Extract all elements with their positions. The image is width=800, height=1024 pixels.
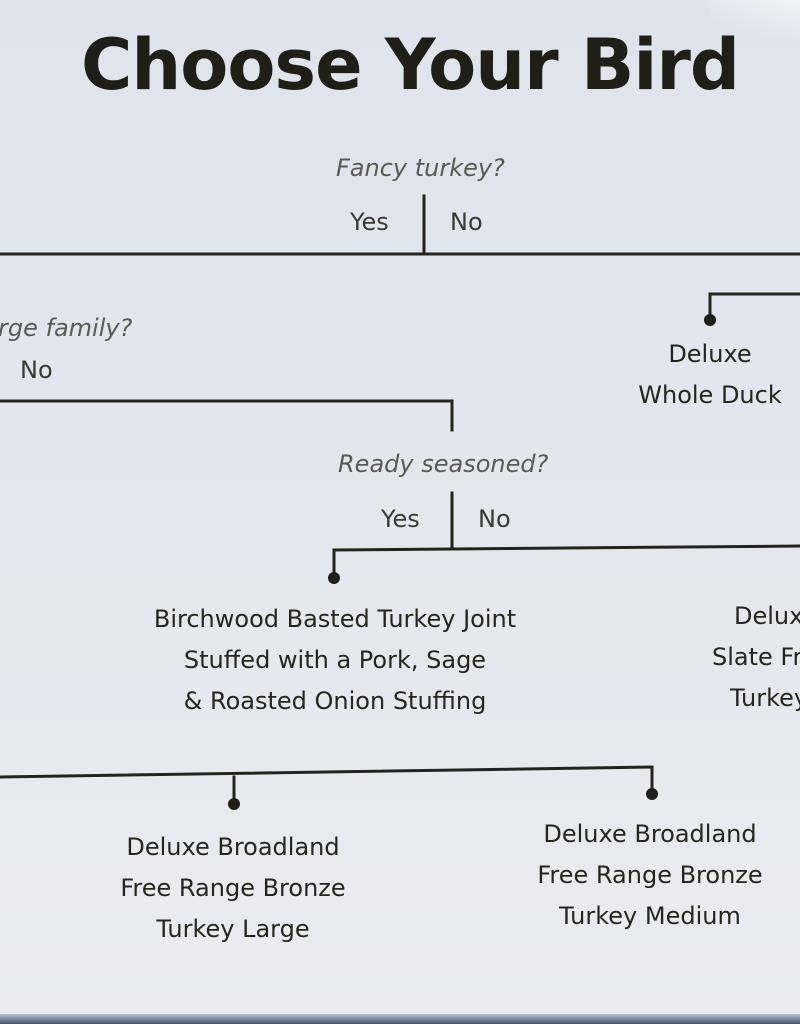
outcome-line: & Roasted Onion Stuffing (183, 687, 487, 715)
outcome-line: Deluxe Broadland (126, 833, 340, 861)
outcome-slate-turkey-cropped: Delux Slate Fr Turkey (712, 596, 800, 719)
large-family-no-connector (0, 399, 454, 432)
outcome-bronze-turkey-medium: Deluxe Broadland Free Range Bronze Turke… (512, 814, 788, 937)
answer-no-large-family: No (20, 356, 53, 384)
outcome-birchwood-turkey-joint: Birchwood Basted Turkey Joint Stuffed wi… (112, 599, 558, 722)
page-title: Choose Your Bird (81, 24, 740, 106)
duck-node (704, 314, 716, 326)
outcome-line: Whole Duck (638, 381, 782, 409)
outcome-line: Slate Fr (712, 643, 800, 671)
paper-corner-highlight (710, 0, 800, 40)
outcome-line: Free Range Bronze (120, 874, 346, 902)
outcome-line: Deluxe (668, 340, 752, 368)
duck-connector (708, 292, 800, 320)
outcome-line: Birchwood Basted Turkey Joint (153, 605, 517, 633)
question-ready-seasoned: Ready seasoned? (338, 450, 549, 478)
outcome-line: Stuffed with a Pork, Sage (183, 646, 487, 674)
bronze-branch-connector (0, 765, 654, 792)
outcome-line: Free Range Bronze (537, 861, 763, 889)
outcome-line: Deluxe Broadland (543, 820, 757, 848)
bronze-large-node (228, 798, 240, 810)
answer-yes-fancy: Yes (350, 208, 389, 236)
table-edge (0, 1014, 800, 1024)
answer-no-seasoned: No (478, 505, 511, 533)
outcome-line: Turkey Medium (559, 902, 741, 930)
question-fancy-turkey: Fancy turkey? (336, 154, 505, 182)
outcome-line: Delux (734, 602, 800, 630)
answer-yes-seasoned: Yes (381, 505, 420, 533)
question-large-family: rge family? (0, 314, 133, 342)
outcome-line: Turkey (730, 684, 800, 712)
birchwood-node (328, 572, 340, 584)
outcome-bronze-turkey-large: Deluxe Broadland Free Range Bronze Turke… (98, 827, 368, 950)
bronze-medium-node (646, 788, 658, 800)
ready-seasoned-branch-line (332, 544, 800, 552)
answer-no-fancy: No (450, 208, 483, 236)
outcome-line: Turkey Large (156, 915, 310, 943)
outcome-deluxe-whole-duck: Deluxe Whole Duck (610, 334, 800, 416)
